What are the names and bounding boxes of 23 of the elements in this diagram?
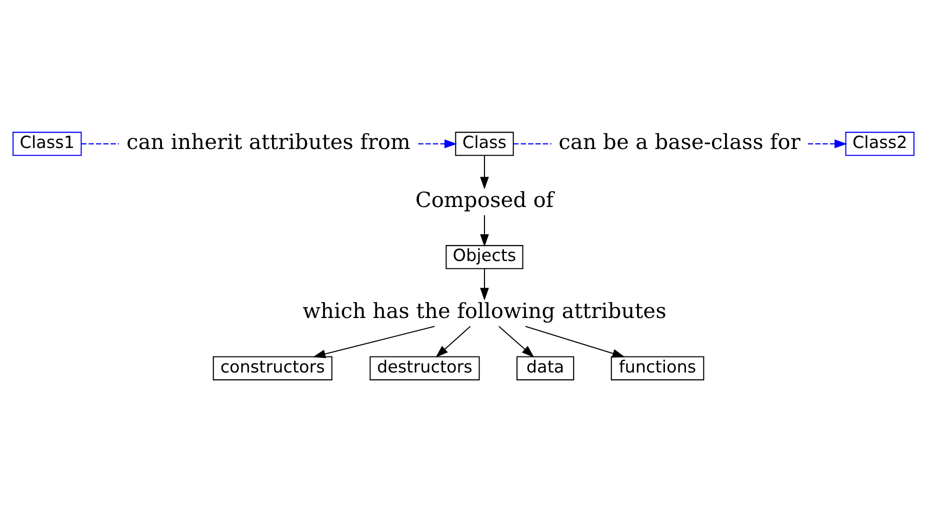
arrow: [808, 139, 848, 148]
node-box: functions: [610, 356, 704, 380]
arrow: [525, 326, 626, 358]
arrow: [312, 326, 435, 358]
node-box: Class1: [12, 132, 82, 156]
arrow: [498, 326, 534, 358]
arrow: [480, 215, 489, 247]
node-box: destructors: [370, 356, 480, 380]
arrow: [436, 326, 471, 358]
connector: [513, 143, 552, 144]
node-text: which has the following attributes: [302, 298, 666, 323]
node-text: can inherit attributes from: [126, 130, 410, 154]
node-text: can be a base-class for: [558, 130, 800, 154]
node-text: Composed of: [415, 188, 554, 212]
node-box: Class2: [845, 132, 914, 156]
node-box: Objects: [446, 245, 524, 270]
node-box: data: [516, 356, 574, 380]
arrow: [418, 139, 458, 148]
node-box: constructors: [212, 356, 332, 380]
node-box: Class: [455, 132, 514, 156]
arrow: [480, 268, 489, 301]
arrow: [480, 156, 489, 190]
connector: [81, 143, 119, 144]
